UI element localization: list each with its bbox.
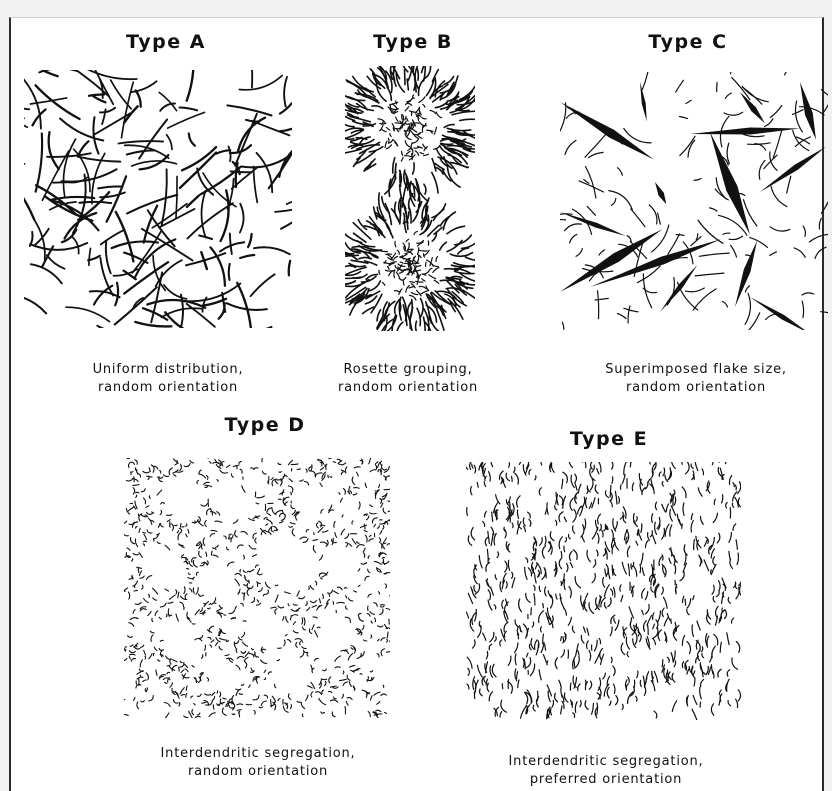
type-e-title: Type E [549,428,669,450]
type-c-illustration [560,72,828,330]
type-a-caption: Uniform distribution, random orientation [58,361,278,397]
type-d-caption-line2: random orientation [138,763,378,781]
type-d-illustration [124,458,390,718]
type-c-caption: Superimposed flake size, random orientat… [576,361,816,397]
type-d-title: Type D [205,414,325,436]
type-e-caption-line2: preferred orientation [486,771,726,789]
type-e-caption: Interdendritic segregation, preferred or… [486,753,726,789]
type-a-title: Type A [106,31,226,53]
type-b-title: Type B [353,31,473,53]
type-c-caption-line2: random orientation [576,379,816,397]
type-c-caption-line1: Superimposed flake size, [576,361,816,379]
type-b-caption-line1: Rosette grouping, [318,361,498,379]
type-e-caption-line1: Interdendritic segregation, [486,753,726,771]
type-a-illustration [24,70,292,328]
type-d-caption: Interdendritic segregation, random orien… [138,745,378,781]
type-a-caption-line1: Uniform distribution, [58,361,278,379]
type-b-caption: Rosette grouping, random orientation [318,361,498,397]
type-e-illustration [466,462,741,720]
type-c-title: Type C [628,31,748,53]
type-d-caption-line1: Interdendritic segregation, [138,745,378,763]
type-a-caption-line2: random orientation [58,379,278,397]
type-b-illustration [345,66,475,331]
type-b-caption-line2: random orientation [318,379,498,397]
